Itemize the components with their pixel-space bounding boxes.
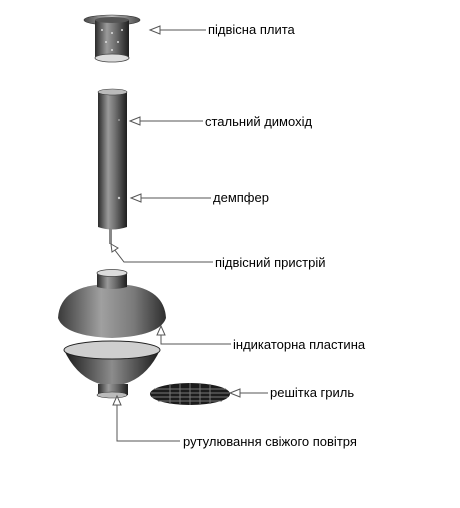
steel-chimney-part (97, 88, 128, 244)
grill-grate-part (150, 383, 230, 405)
label-indicator-plate: індикаторна пластина (233, 337, 366, 352)
fire-bowl-part (63, 340, 161, 399)
leader-lines (110, 25, 268, 442)
label-damper: демпфер (213, 190, 269, 205)
label-steel-chimney: стальний димохід (205, 114, 313, 129)
label-hanging-plate: підвісна плита (208, 22, 295, 37)
hanging-plate-part (83, 14, 141, 63)
label-grill-grate: решітка гриль (270, 385, 355, 400)
label-hanging-device: підвісний пристрій (215, 255, 326, 270)
dome-part (58, 269, 166, 338)
label-fresh-air-control: рутулювання свіжого повітря (183, 434, 357, 449)
